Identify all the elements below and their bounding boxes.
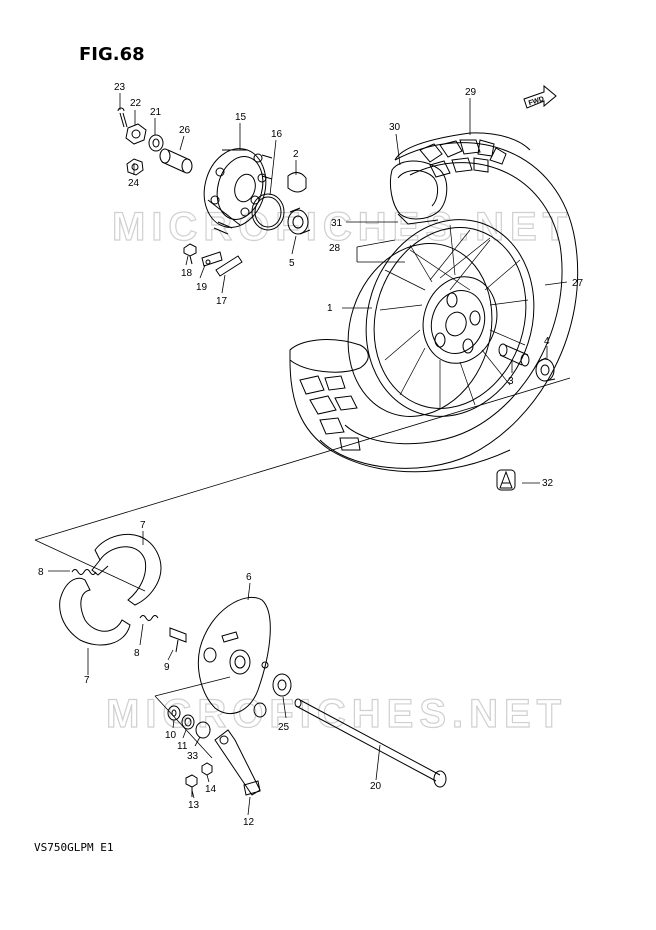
callout-17: 17 [216,296,228,307]
bearing-icon [287,207,311,235]
brake-arm-icon [214,729,261,796]
tire-icon [289,132,579,473]
brake-shoe-lower-icon [59,577,131,646]
callout-31: 31 [331,218,343,229]
watermark-bottom: MICROFICHES.NET [106,692,567,736]
callout-8-upper: 8 [38,567,44,578]
callout-7-upper: 7 [140,520,146,531]
figure-title: FIG.68 [79,44,145,65]
callout-22: 22 [130,98,142,109]
callout-13: 13 [188,800,200,811]
callout-11: 11 [177,741,188,752]
callout-27: 27 [572,278,584,289]
spring-upper-icon [71,569,97,575]
rear-axle-icon [294,698,447,788]
brake-arm-nut-icon [201,762,213,776]
oring-11-icon [181,714,195,730]
model-code: VS750GLPM E1 [34,841,114,854]
callout-10: 10 [165,730,177,741]
brake-panel-icon [197,597,271,718]
callout-19: 19 [196,282,208,293]
brake-cam-icon [169,627,187,653]
callout-12: 12 [243,817,255,828]
callout-32: 32 [542,478,554,489]
bracket-icon [215,255,243,277]
inner-tube-icon [389,160,448,225]
cotter-pin-icon [117,107,128,128]
fwd-label: FWD [528,96,545,108]
bolt-icon [183,243,197,265]
callout-23: 23 [114,82,126,93]
wheel-rim-icon [347,219,535,417]
oil-seal-icon [535,357,556,382]
spacer-icon [498,343,530,367]
brake-drum-hub-icon [203,148,273,235]
callout-3: 3 [508,376,514,387]
o-ring-icon [251,193,285,231]
callout-9: 9 [164,662,170,673]
callout-20: 20 [370,781,382,792]
callout-26: 26 [179,125,191,136]
callout-33: 33 [187,751,199,762]
callout-30: 30 [389,122,401,133]
callout-24: 24 [128,178,140,189]
callout-6: 6 [246,572,252,583]
hub-sleeve-icon [159,148,193,174]
callout-4: 4 [544,336,550,347]
damper-icon [287,172,307,193]
watermark-top: MICROFICHES.NET [112,205,573,249]
marking-symbol-icon [496,469,516,491]
spring-lower-icon [139,615,159,621]
seal-33-icon [195,721,211,739]
callout-1: 1 [327,303,333,314]
brake-shoe-upper-icon [91,533,162,606]
callout-18: 18 [181,268,193,279]
washer-icon [148,134,164,152]
callout-28: 28 [329,243,341,254]
callout-7-lower: 7 [84,675,90,686]
callout-16: 16 [271,129,283,140]
callout-21: 21 [150,107,162,118]
callout-8-lower: 8 [134,648,140,659]
castle-nut-icon [125,123,147,145]
callout-25: 25 [278,722,290,733]
lock-plate-icon [201,251,223,267]
callout-15: 15 [235,112,247,123]
callout-2: 2 [293,149,299,160]
brake-arm-bolt-icon [185,774,198,797]
callout-5: 5 [289,258,295,269]
callout-29: 29 [465,87,477,98]
callout-14: 14 [205,784,217,795]
hub-nut-icon [126,158,144,176]
axle-spacer-icon [272,673,292,697]
fwd-arrow-icon: FWD [523,84,557,109]
